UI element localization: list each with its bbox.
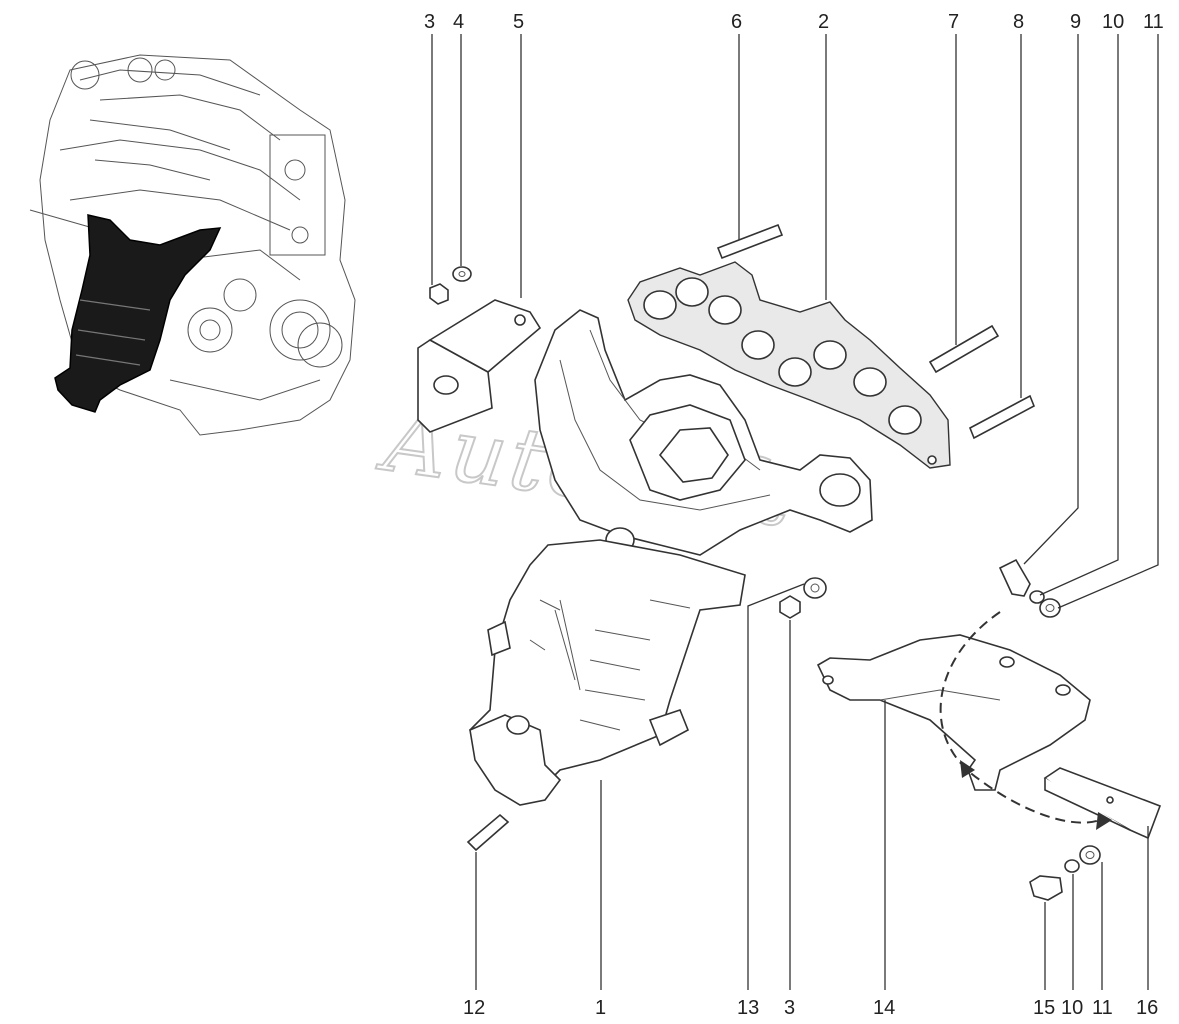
callout-13: 13 [737,997,759,1019]
callout-1: 1 [595,997,606,1019]
callout-11: 11 [1143,11,1164,33]
part-12-stud [466,813,510,852]
callout-numbers-bottom: 12 1 13 3 14 15 10 11 16 [463,997,1158,1019]
callout-numbers-top: 3 4 5 6 2 7 8 9 10 11 [424,11,1164,33]
part-10-lock-washer-lower [1064,859,1080,873]
part-6-stud [716,223,784,260]
callout-11-bottom: 11 [1092,997,1113,1019]
engine-overview-illustration [29,54,356,436]
callout-5: 5 [513,11,524,33]
callout-4: 4 [453,11,464,33]
part-1-exhaust-manifold-catalyst [469,309,873,806]
callout-12: 12 [463,997,485,1019]
part-11-washer-lower [1079,845,1101,865]
callout-10: 10 [1102,11,1124,33]
callout-15: 15 [1033,997,1055,1019]
callout-2: 2 [818,11,829,33]
leader-lines [431,34,1159,990]
callout-3-bottom: 3 [784,997,795,1019]
callout-3: 3 [424,11,435,33]
part-13-washer [803,577,827,599]
callout-7: 7 [948,11,959,33]
part-14-support-bracket [816,634,1091,791]
part-15-bolt [1029,875,1063,901]
part-3-nut [429,283,449,305]
part-11-washer [1039,598,1061,618]
part-10-lock-washer [1029,590,1045,604]
callout-8: 8 [1013,11,1024,33]
callout-6: 6 [731,11,742,33]
part-2-gasket [627,261,951,469]
part-7-stud [928,324,1000,374]
part-3-nut-lower [779,595,801,619]
callout-10-bottom: 10 [1061,997,1083,1019]
part-8-stud [968,394,1036,440]
callout-14: 14 [873,997,895,1019]
callout-16: 16 [1136,997,1158,1019]
part-5-heat-shield-bracket [417,299,542,433]
highlighted-manifold-silhouette [54,214,222,413]
part-4-washer [452,266,472,282]
part-16-angle-bracket [1043,767,1162,840]
part-9-bolt [998,558,1031,597]
assembly-dashed-arrow [939,611,1112,830]
callout-9: 9 [1070,11,1081,33]
